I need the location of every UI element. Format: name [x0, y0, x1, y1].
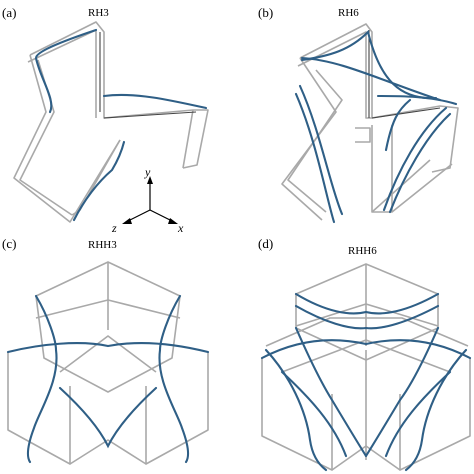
axis-x-label: x [177, 221, 184, 235]
panel-b-title: RH6 [338, 7, 359, 19]
panel-a-curves [34, 28, 208, 222]
axis-y-label: y [144, 165, 151, 179]
panel-c-frame [7, 261, 209, 465]
panel-a-letter: (a) [2, 5, 16, 20]
panel-c-letter: (c) [2, 236, 16, 251]
panel-d-title: RHH6 [348, 245, 377, 257]
panel-c-title: RHH3 [88, 239, 117, 251]
panel-c: (c) RHH3 [2, 236, 210, 465]
panel-a-title: RH3 [88, 7, 109, 19]
panel-c-curves [6, 294, 210, 464]
axis-z-label: z [111, 221, 117, 235]
panel-a: (a) RH3 y x z [2, 5, 209, 235]
panel-a-inner-lines [99, 32, 197, 119]
panel-b: (b) RH6 [258, 5, 459, 224]
panel-d-frame [261, 263, 471, 471]
panel-d-curves [260, 292, 472, 472]
panel-d: (d) RHH6 [258, 236, 472, 472]
panel-b-curves [294, 29, 458, 224]
panel-b-letter: (b) [258, 5, 273, 20]
axis-triad: y x z [111, 165, 184, 235]
panel-d-letter: (d) [258, 236, 273, 251]
